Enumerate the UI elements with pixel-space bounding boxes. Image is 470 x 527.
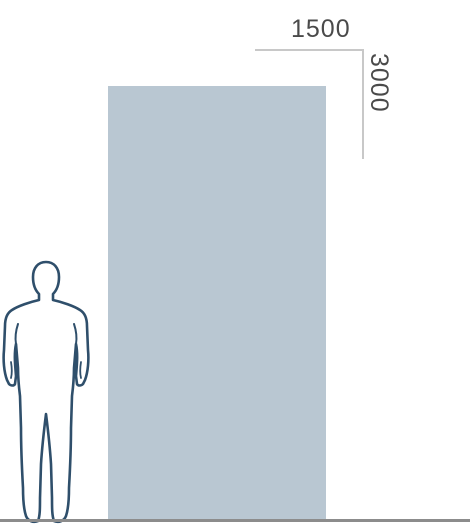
ground-line xyxy=(0,519,470,522)
person-left-arm-detail xyxy=(14,323,19,345)
height-dimension-line xyxy=(362,49,364,159)
panel-rectangle xyxy=(108,86,326,520)
width-dimension-line xyxy=(255,49,363,51)
person-left-hand-detail xyxy=(10,361,13,379)
height-dimension-label: 3000 xyxy=(365,53,393,113)
width-dimension-label: 1500 xyxy=(291,15,351,43)
person-right-hand-detail xyxy=(79,361,82,379)
person-outline xyxy=(2,260,90,524)
person-right-arm-detail xyxy=(73,323,78,345)
human-silhouette-icon xyxy=(2,260,90,524)
